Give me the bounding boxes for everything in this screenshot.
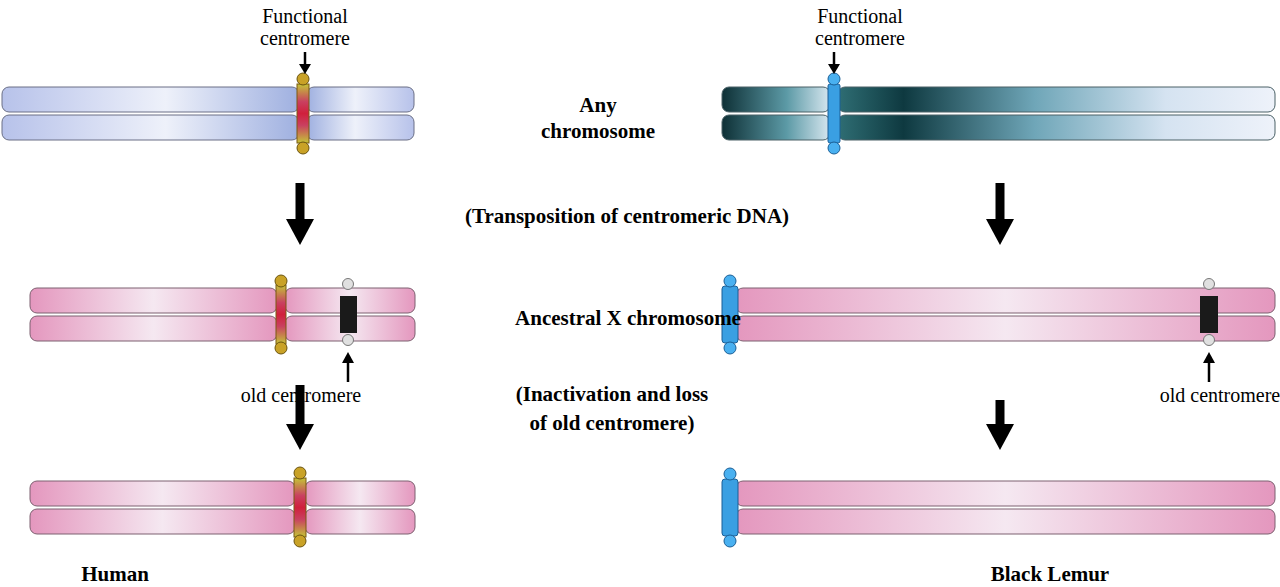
chromatid-arm bbox=[30, 288, 277, 313]
pointer-arrowhead bbox=[342, 352, 354, 363]
row-label: Any chromosome bbox=[523, 92, 673, 144]
pointer-arrowhead bbox=[828, 64, 840, 74]
pointer-arrowhead bbox=[1203, 352, 1215, 363]
chromosome-box: Functional centromere bbox=[720, 72, 1278, 154]
pointer-arrow bbox=[304, 52, 307, 65]
kinetochore-dot bbox=[828, 73, 840, 85]
old-centromere bbox=[1200, 296, 1218, 333]
old-kinetochore-dot bbox=[1204, 335, 1215, 346]
row-label: Ancestral X chromosome bbox=[458, 305, 798, 331]
chromatid-arm bbox=[722, 87, 830, 112]
chromosome-box: Black Lemur bbox=[720, 467, 1278, 547]
kinetochore-dot bbox=[724, 468, 736, 480]
chromatid-arm bbox=[30, 316, 277, 341]
chromosome-box: old centromere bbox=[720, 274, 1278, 354]
chromatid-arm bbox=[307, 115, 414, 140]
pointer-arrow bbox=[1208, 361, 1211, 382]
species-label: Human bbox=[35, 562, 195, 586]
chromatid-arm bbox=[307, 87, 414, 112]
chromatid-arm bbox=[30, 481, 295, 506]
centromere-label: old centromere bbox=[221, 384, 381, 406]
chromatid-arm bbox=[736, 316, 1275, 341]
pointer-arrowhead bbox=[299, 64, 311, 74]
chromatid-arm bbox=[736, 509, 1275, 534]
chromatid-arm bbox=[838, 87, 1275, 112]
kinetochore-dot bbox=[724, 535, 736, 547]
centromere-label: Functional centromere bbox=[790, 5, 930, 49]
functional-centromere bbox=[828, 84, 840, 143]
kinetochore-dot bbox=[275, 342, 287, 354]
chromosome-box: old centromere bbox=[28, 274, 418, 354]
chromatid-arm bbox=[30, 509, 295, 534]
process-arrow bbox=[996, 183, 1005, 219]
functional-centromere bbox=[294, 478, 306, 537]
step-label: (Inactivation and loss of old centromere… bbox=[510, 380, 714, 438]
kinetochore-dot bbox=[724, 275, 736, 287]
centromere-label: Functional centromere bbox=[235, 5, 375, 49]
chromatid-arm bbox=[838, 115, 1275, 140]
functional-centromere bbox=[297, 84, 309, 143]
chromatid-arm bbox=[305, 509, 415, 534]
kinetochore-dot bbox=[297, 142, 309, 154]
kinetochore-dot bbox=[294, 535, 306, 547]
kinetochore-dot bbox=[297, 73, 309, 85]
chromosome-any-right bbox=[722, 52, 1275, 154]
chromatid-arm bbox=[2, 87, 299, 112]
chromatid-arm bbox=[305, 481, 415, 506]
chromosome-human-x bbox=[30, 467, 415, 547]
pointer-arrow bbox=[833, 52, 836, 65]
chromosome-any-left bbox=[2, 52, 414, 154]
kinetochore-dot bbox=[294, 467, 306, 479]
step-label: (Transposition of centromeric DNA) bbox=[387, 203, 867, 229]
chromosome-box: Functional centromere bbox=[0, 72, 416, 154]
pointer-arrow bbox=[347, 361, 350, 382]
old-centromere bbox=[340, 296, 357, 333]
process-arrow bbox=[996, 400, 1005, 424]
functional-centromere bbox=[722, 479, 738, 536]
chromatid-arm bbox=[736, 288, 1275, 313]
chromosome-ancestral-right bbox=[722, 275, 1275, 382]
chromosome-lemur-x bbox=[722, 468, 1275, 547]
kinetochore-dot bbox=[828, 142, 840, 154]
species-label: Black Lemur bbox=[950, 562, 1150, 586]
chromosome-box: Human bbox=[28, 467, 418, 547]
process-arrow bbox=[296, 183, 305, 219]
chromatid-arm bbox=[2, 115, 299, 140]
chromatid-arm bbox=[736, 481, 1275, 506]
kinetochore-dot bbox=[724, 342, 736, 354]
functional-centromere bbox=[276, 285, 286, 344]
centromere-label: old centromere bbox=[1140, 384, 1280, 406]
old-kinetochore-dot bbox=[343, 335, 354, 346]
chromosome-ancestral-left bbox=[30, 275, 415, 382]
old-kinetochore-dot bbox=[1204, 279, 1215, 290]
old-kinetochore-dot bbox=[343, 279, 354, 290]
kinetochore-dot bbox=[275, 275, 287, 287]
chromatid-arm bbox=[722, 115, 830, 140]
